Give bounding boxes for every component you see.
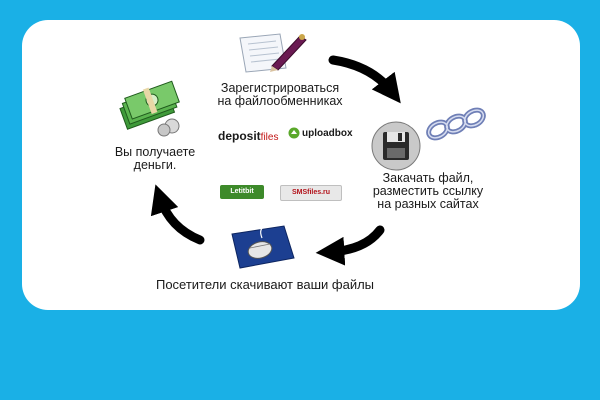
pen-and-paper-icon bbox=[239, 33, 307, 73]
arrow-upload-to-visitors bbox=[315, 225, 385, 266]
step-upload-text: Закачать файл, разместить ссылку на разн… bbox=[372, 171, 484, 211]
mouse-pad-icon bbox=[231, 225, 295, 269]
arrow-register-to-upload bbox=[328, 55, 401, 104]
step-money-text: Вы получаете деньги. bbox=[114, 145, 196, 172]
chain-link-icon bbox=[426, 107, 486, 141]
logo-depositfiles: depositfiles bbox=[218, 129, 279, 143]
logo-uploadbox: uploadbox bbox=[288, 124, 353, 144]
logo-letitbit: Letitbit bbox=[220, 185, 264, 199]
floppy-disk-icon bbox=[371, 121, 421, 171]
step-visitors-text: Посетители скачивают ваши файлы bbox=[155, 277, 375, 292]
diagram-card bbox=[22, 20, 580, 310]
step-register-text: Зарегистрироваться на файлообменниках bbox=[217, 81, 343, 108]
arrow-visitors-to-money bbox=[150, 184, 205, 245]
uploadbox-circle-icon bbox=[288, 127, 300, 139]
logo-smsfiles: SMSfiles.ru bbox=[280, 185, 342, 201]
money-stack-icon bbox=[119, 80, 180, 137]
uploadbox-label: uploadbox bbox=[302, 128, 353, 139]
